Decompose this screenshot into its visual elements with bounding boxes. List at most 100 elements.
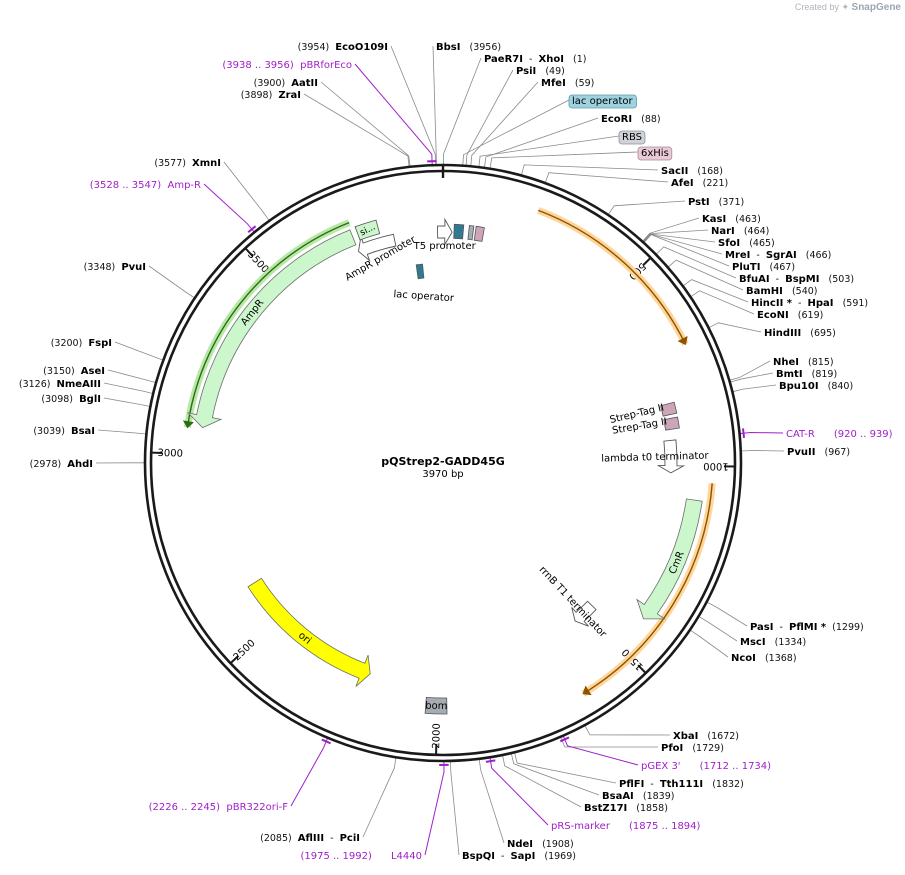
site-label-pbrforeco[interactable]: (3938 .. 3956) pBRforEco (222, 60, 352, 71)
si-box[interactable] (354, 219, 381, 241)
lambda-t0-terminator-arrow[interactable] (656, 439, 686, 474)
label-text-sfoi[interactable]: SfoI (465) (718, 238, 775, 249)
ori-feature[interactable]: ori (247, 577, 371, 687)
label-text-xbai[interactable]: XbaI (1672) (673, 731, 739, 742)
label-text-hincii-hpai[interactable]: HincII * - HpaI (591) (751, 298, 868, 309)
label-text-pgex-3[interactable]: pGEX 3' (1712 .. 1734) (641, 761, 771, 772)
site-label-ecoo109i[interactable]: (3954) EcoO109I (298, 42, 388, 53)
label-text-nmeaiii[interactable]: (3126) NmeAIII (19, 379, 101, 390)
label-text-afei[interactable]: AfeI (221) (671, 178, 728, 189)
label-text-fspi[interactable]: (3200) FspI (51, 338, 112, 349)
site-label-sfoi[interactable]: SfoI (465) (718, 238, 775, 249)
site-label-psii[interactable]: PsiI (49) (516, 66, 565, 77)
site-label-bpu10i[interactable]: Bpu10I (840) (779, 381, 853, 392)
site-label-asei[interactable]: (3150) AseI (43, 366, 105, 377)
label-text-pbrforeco[interactable]: (3938 .. 3956) pBRforEco (222, 60, 352, 71)
gadd45g-orf-arc[interactable] (537, 207, 689, 346)
label-text-bmti[interactable]: BmtI (819) (776, 369, 837, 380)
label-text-psti[interactable]: PstI (371) (688, 197, 744, 208)
strep-tag-ii-box[interactable] (660, 401, 678, 417)
label-text-psii[interactable]: PsiI (49) (516, 66, 565, 77)
t5-promoter-arrow[interactable] (436, 217, 453, 247)
site-label-xmni[interactable]: (3577) XmnI (154, 158, 221, 169)
6xhis-marker[interactable] (473, 225, 485, 242)
label-text-ecori[interactable]: EcoRI (88) (601, 114, 661, 125)
label-text-prs-marker[interactable]: pRS-marker (1875 .. 1894) (551, 821, 701, 832)
label-text-kasi[interactable]: KasI (463) (702, 214, 761, 225)
site-label-prs-marker[interactable]: pRS-marker (1875 .. 1894) (551, 821, 701, 832)
site-label-l4440[interactable]: (1975 .. 1992) L4440 (300, 851, 422, 862)
site-label-pfoi[interactable]: PfoI (1729) (661, 743, 724, 754)
label-text-ahdi[interactable]: (2978) AhdI (30, 459, 93, 470)
lambda-t0-terminator-feature[interactable]: lambda t0 terminator (601, 439, 710, 474)
label-text-msci[interactable]: MscI (1334) (740, 637, 806, 648)
6xhis-box[interactable] (473, 225, 485, 242)
site-label-econi[interactable]: EcoNI (619) (757, 310, 823, 321)
label-text-bamhi[interactable]: BamHI (540) (746, 286, 818, 297)
label-text-pflfi-tth111i[interactable]: PflFI - Tth111I (1832) (619, 779, 744, 790)
label-text-bpu10i[interactable]: Bpu10I (840) (779, 381, 853, 392)
label-text-sacii[interactable]: SacII (168) (661, 166, 723, 177)
ampr-arrow[interactable] (186, 229, 357, 429)
site-label-6xhis[interactable]: 6xHis (637, 146, 673, 161)
si-marker[interactable]: si... (354, 219, 381, 241)
site-label-msci[interactable]: MscI (1334) (740, 637, 806, 648)
site-label-bspqi-sapi[interactable]: BspQI - SapI (1969) (462, 851, 576, 862)
site-label-ncoi[interactable]: NcoI (1368) (731, 653, 797, 664)
label-text-ecoo109i[interactable]: (3954) EcoO109I (298, 42, 388, 53)
site-label-zrai[interactable]: (3898) ZraI (241, 90, 301, 101)
label-text-ncoi[interactable]: NcoI (1368) (731, 653, 797, 664)
label-text-cat-r[interactable]: CAT-R (920 .. 939) (786, 429, 893, 440)
lac-operator-box[interactable] (453, 223, 465, 240)
label-text-pvuii[interactable]: PvuII (967) (787, 447, 850, 458)
label-text-pasi-pflmi[interactable]: PasI - PflMI * (1299) (750, 622, 864, 633)
cmr-highlight-arc[interactable] (581, 483, 716, 697)
rrnb-t1-terminator-arrow[interactable] (571, 600, 597, 627)
label-text-nhei[interactable]: NheI (815) (773, 357, 834, 368)
label-text-bspqi-sapi[interactable]: BspQI - SapI (1969) (462, 851, 576, 862)
label-text-xmni[interactable]: (3577) XmnI (154, 158, 221, 169)
label-text-nari[interactable]: NarI (464) (711, 226, 769, 237)
site-label-sacii[interactable]: SacII (168) (661, 166, 723, 177)
site-label-lac-operator[interactable]: lac operator (568, 94, 637, 109)
t5-promoter-feature[interactable]: T5 promoter (413, 217, 477, 252)
label-text-lac-operator[interactable]: lac operator (572, 96, 633, 107)
label-text-6xhis[interactable]: 6xHis (641, 148, 669, 159)
rbs-box[interactable] (467, 225, 475, 241)
label-text-bgli[interactable]: (3098) BglI (41, 394, 101, 405)
label-text-ndei[interactable]: NdeI (1908) (507, 839, 574, 850)
site-label-bfuai-bspmi[interactable]: BfuAI - BspMI (503) (739, 274, 854, 285)
site-label-xbai[interactable]: XbaI (1672) (673, 731, 739, 742)
site-label-bbsi[interactable]: BbsI (3956) (436, 42, 501, 53)
rbs-marker[interactable] (467, 225, 475, 241)
site-label-bsaai[interactable]: BsaAI (1839) (602, 791, 674, 802)
cmr-arrow[interactable] (636, 498, 703, 620)
rrnb-t1-terminator-feature[interactable]: rrnB T1 terminator (537, 564, 609, 640)
site-label-nhei[interactable]: NheI (815) (773, 357, 834, 368)
site-label-fspi[interactable]: (3200) FspI (51, 338, 112, 349)
label-text-paer7i-xhoi[interactable]: PaeR7I - XhoI (1) (484, 54, 586, 65)
label-text-econi[interactable]: EcoNI (619) (757, 310, 823, 321)
site-label-nari[interactable]: NarI (464) (711, 226, 769, 237)
site-label-mrei-sgrai[interactable]: MreI - SgrAI (466) (725, 250, 831, 261)
label-text-bbsi[interactable]: BbsI (3956) (436, 42, 501, 53)
site-label-paer7i-xhoi[interactable]: PaeR7I - XhoI (1) (484, 54, 586, 65)
label-text-afliii-pcii[interactable]: (2085) AflIII - PciI (260, 833, 360, 844)
site-label-hindiii[interactable]: HindIII (695) (764, 328, 836, 339)
strep-tag-ii-box[interactable] (663, 416, 680, 431)
site-label-cat-r[interactable]: CAT-R (920 .. 939) (786, 429, 893, 440)
label-text-hindiii[interactable]: HindIII (695) (764, 328, 836, 339)
site-label-ahdi[interactable]: (2978) AhdI (30, 459, 93, 470)
label-text-zrai[interactable]: (3898) ZraI (241, 90, 301, 101)
ampr-promoter-arrow[interactable] (358, 233, 397, 262)
site-label-amp-r[interactable]: (3528 .. 3547) Amp-R (90, 180, 201, 191)
site-label-ecori[interactable]: EcoRI (88) (601, 114, 661, 125)
site-label-rbs[interactable]: RBS (618, 130, 646, 145)
label-text-pvui[interactable]: (3348) PvuI (84, 262, 146, 273)
label-text-pluti[interactable]: PluTI (467) (732, 262, 795, 273)
label-text-rbs[interactable]: RBS (622, 132, 642, 143)
site-label-bstz17i[interactable]: BstZ17I (1858) (584, 803, 668, 814)
label-text-amp-r[interactable]: (3528 .. 3547) Amp-R (90, 180, 201, 191)
label-text-asei[interactable]: (3150) AseI (43, 366, 105, 377)
site-label-kasi[interactable]: KasI (463) (702, 214, 761, 225)
